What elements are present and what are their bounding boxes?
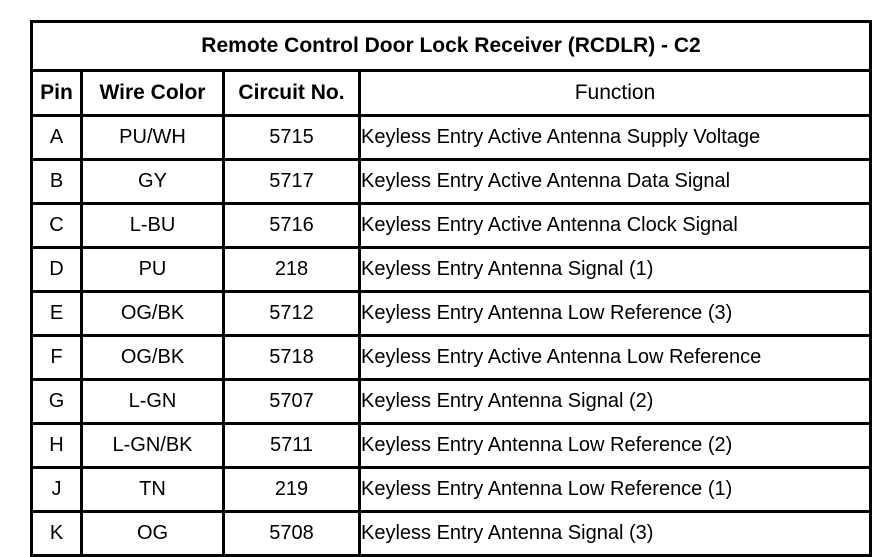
- table-row: E OG/BK 5712 Keyless Entry Antenna Low R…: [31, 290, 871, 337]
- cell-circuit-no: 5715: [222, 114, 361, 161]
- table-row: H L-GN/BK 5711 Keyless Entry Antenna Low…: [31, 422, 871, 469]
- cell-wire-color: PU: [80, 246, 225, 293]
- cell-circuit-no: 5707: [222, 378, 361, 425]
- cell-pin: G: [31, 378, 83, 425]
- column-header-pin: Pin: [31, 69, 83, 117]
- cell-wire-color: OG: [80, 510, 225, 556]
- table-row: D PU 218 Keyless Entry Antenna Signal (1…: [31, 246, 871, 293]
- cell-wire-color: TN: [80, 466, 225, 513]
- cell-pin: J: [31, 466, 83, 513]
- cell-function: Keyless Entry Antenna Signal (1): [358, 246, 871, 293]
- cell-function: Keyless Entry Active Antenna Clock Signa…: [358, 202, 871, 249]
- cell-circuit-no: 5711: [222, 422, 361, 469]
- table-row: G L-GN 5707 Keyless Entry Antenna Signal…: [31, 378, 871, 425]
- cell-function: Keyless Entry Active Antenna Low Referen…: [358, 334, 871, 381]
- cell-pin: E: [31, 290, 83, 337]
- table-header-row: Pin Wire Color Circuit No. Function: [31, 69, 871, 117]
- cell-wire-color: OG/BK: [80, 334, 225, 381]
- table-row: C L-BU 5716 Keyless Entry Active Antenna…: [31, 202, 871, 249]
- column-header-function: Function: [358, 69, 871, 117]
- cell-pin: C: [31, 202, 83, 249]
- cell-circuit-no: 219: [222, 466, 361, 513]
- column-header-circuit-no: Circuit No.: [222, 69, 361, 117]
- cell-circuit-no: 5717: [222, 158, 361, 205]
- cell-pin: B: [31, 158, 83, 205]
- cell-circuit-no: 5708: [222, 510, 361, 556]
- cell-wire-color: L-BU: [80, 202, 225, 249]
- table-body: Remote Control Door Lock Receiver (RCDLR…: [31, 21, 871, 556]
- connector-pinout-table: Remote Control Door Lock Receiver (RCDLR…: [30, 20, 872, 557]
- cell-circuit-no: 5712: [222, 290, 361, 337]
- cell-function: Keyless Entry Active Antenna Supply Volt…: [358, 114, 871, 161]
- cell-wire-color: PU/WH: [80, 114, 225, 161]
- table-title: Remote Control Door Lock Receiver (RCDLR…: [31, 21, 871, 72]
- cell-pin: H: [31, 422, 83, 469]
- cell-pin: K: [31, 510, 83, 556]
- cell-function: Keyless Entry Antenna Signal (3): [358, 510, 871, 556]
- cell-function: Keyless Entry Antenna Low Reference (3): [358, 290, 871, 337]
- cell-function: Keyless Entry Antenna Signal (2): [358, 378, 871, 425]
- cell-wire-color: OG/BK: [80, 290, 225, 337]
- cell-pin: D: [31, 246, 83, 293]
- table-title-row: Remote Control Door Lock Receiver (RCDLR…: [31, 21, 871, 72]
- cell-function: Keyless Entry Active Antenna Data Signal: [358, 158, 871, 205]
- table-row: A PU/WH 5715 Keyless Entry Active Antenn…: [31, 114, 871, 161]
- cell-wire-color: L-GN: [80, 378, 225, 425]
- cell-wire-color: GY: [80, 158, 225, 205]
- table-row: J TN 219 Keyless Entry Antenna Low Refer…: [31, 466, 871, 513]
- cell-function: Keyless Entry Antenna Low Reference (1): [358, 466, 871, 513]
- table-row: K OG 5708 Keyless Entry Antenna Signal (…: [31, 510, 871, 556]
- cell-circuit-no: 5716: [222, 202, 361, 249]
- table-row: F OG/BK 5718 Keyless Entry Active Antenn…: [31, 334, 871, 381]
- cell-wire-color: L-GN/BK: [80, 422, 225, 469]
- column-header-wire-color: Wire Color: [80, 69, 225, 117]
- page-root: Remote Control Door Lock Receiver (RCDLR…: [30, 20, 872, 557]
- cell-pin: A: [31, 114, 83, 161]
- table-row: B GY 5717 Keyless Entry Active Antenna D…: [31, 158, 871, 205]
- cell-circuit-no: 218: [222, 246, 361, 293]
- cell-circuit-no: 5718: [222, 334, 361, 381]
- cell-function: Keyless Entry Antenna Low Reference (2): [358, 422, 871, 469]
- cell-pin: F: [31, 334, 83, 381]
